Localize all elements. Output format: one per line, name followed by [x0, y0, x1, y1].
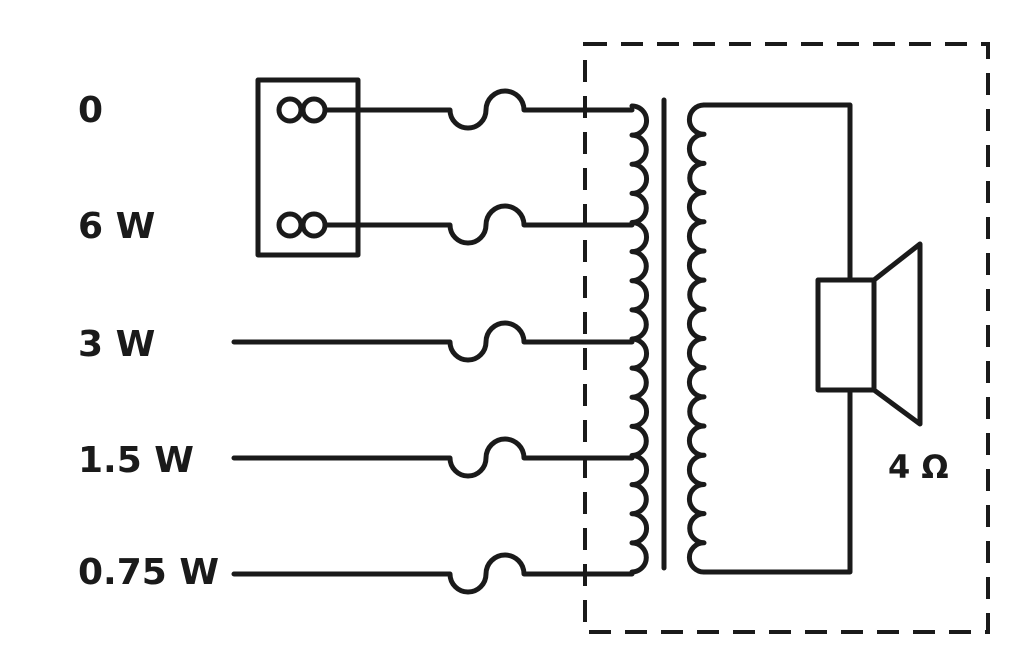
- tap-label-0: 0: [78, 90, 103, 131]
- speaker-enclosure-boundary: [583, 42, 990, 634]
- speaker-impedance-label: 4 Ω: [888, 448, 949, 486]
- terminal-link-bottom: [276, 211, 328, 239]
- primary-winding: [629, 103, 649, 575]
- terminal-link-top: [276, 96, 328, 124]
- tap-label-3w: 3 W: [78, 324, 155, 365]
- secondary-winding: [686, 102, 707, 575]
- tap-wire-1-5w: [231, 436, 635, 479]
- tap-wire-3w: [231, 320, 635, 363]
- terminal-block: [255, 77, 361, 258]
- tap-wire-6w: [322, 203, 635, 246]
- tap-label-1-5w: 1.5 W: [78, 440, 194, 481]
- tap-wire-0-75w: [231, 552, 635, 595]
- tap-label-6w: 6 W: [78, 206, 155, 247]
- loudspeaker-icon: [815, 241, 923, 427]
- secondary-lead-bottom: [701, 387, 853, 575]
- secondary-lead-top: [701, 102, 853, 283]
- tap-label-0-75w: 0.75 W: [78, 552, 219, 593]
- tap-wire-0: [322, 88, 635, 131]
